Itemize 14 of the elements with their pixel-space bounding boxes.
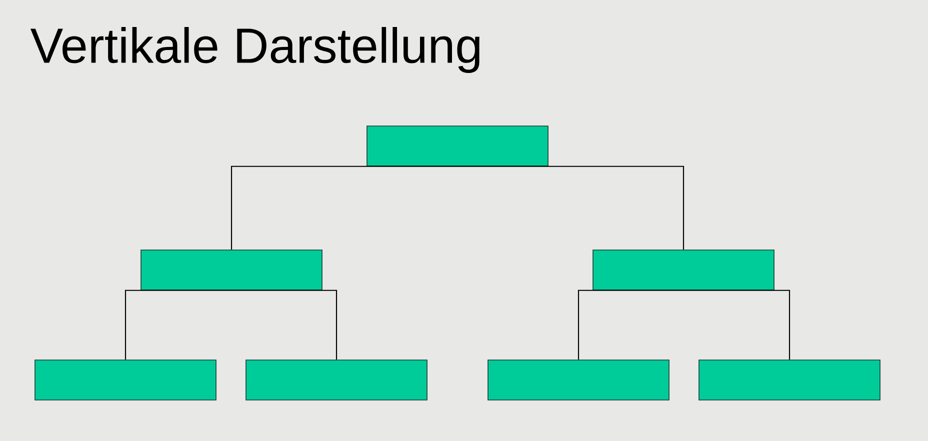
connector-line (230, 166, 458, 250)
connector-line (458, 166, 684, 250)
org-box (488, 360, 670, 400)
connector-line (232, 290, 338, 360)
connector-line (578, 290, 684, 360)
org-box (34, 360, 216, 400)
org-box (592, 250, 774, 290)
connector-line (124, 290, 232, 360)
org-box (140, 250, 322, 290)
org-box (698, 360, 880, 400)
connector-line (684, 290, 790, 360)
title: Vertikale Darstellung (30, 27, 480, 73)
org-box (366, 126, 548, 166)
org-box (246, 360, 428, 400)
